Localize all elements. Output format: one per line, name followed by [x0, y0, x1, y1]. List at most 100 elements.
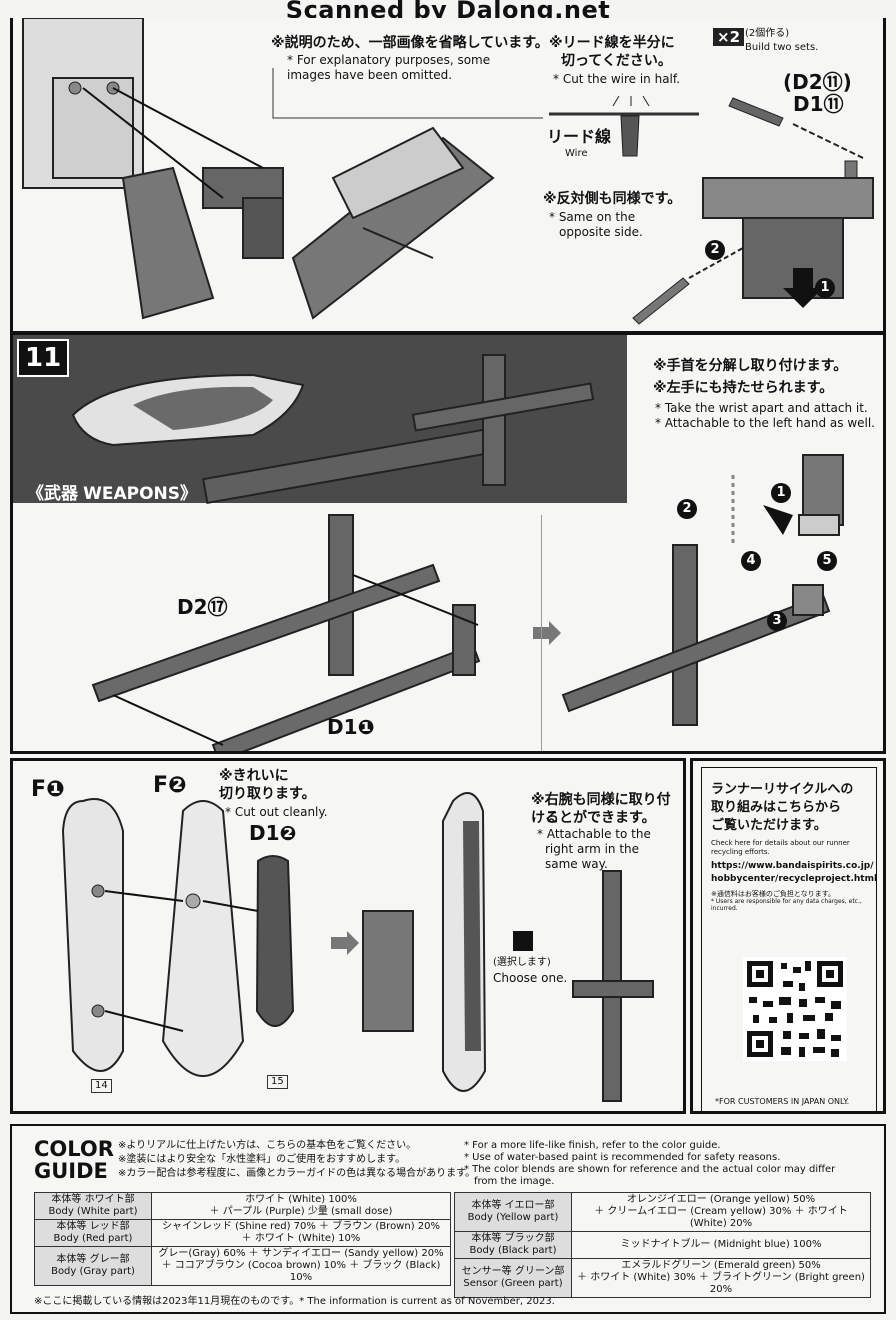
right-arm-note-en-2: right arm in the: [545, 842, 640, 856]
color-guide-jp-2: ※塗装にはより安全な「水性塗料」のご使用をおすすめします。: [118, 1154, 406, 1165]
wrist-step-4: 4: [741, 551, 761, 571]
choose-note-jp: (選択します): [493, 957, 551, 968]
mix-2: ＋ ホワイト (White) 30% ＋ ブライトグリーン (Bright gr…: [577, 1272, 865, 1295]
recycle-sub-2: recycling efforts.: [711, 848, 770, 856]
qr-code[interactable]: [743, 957, 847, 1061]
color-guide-en-3: * The color blends are shown for referen…: [464, 1164, 836, 1175]
right-arrow-2: [331, 931, 359, 955]
cut-note-en: * Cut out cleanly.: [225, 805, 328, 819]
wire-note-jp-2: 切ってください。: [561, 53, 672, 69]
part-jp: センサー等 グリーン部: [461, 1266, 565, 1277]
right-arm-note-en-1: * Attachable to the: [537, 827, 651, 841]
part-jp: 本体等 ホワイト部: [51, 1194, 135, 1205]
mix-2: ＋ クリームイエロー (Cream yellow) 30% ＋ ホワイト (Wh…: [594, 1206, 848, 1229]
top-step-panel: ※説明のため、一部画像を省略しています。 * For explanatory p…: [10, 18, 886, 334]
seal-15: 15: [267, 1075, 288, 1089]
part-en: Body (Yellow part): [467, 1212, 559, 1223]
color-guide-panel: COLOR GUIDE ※よりリアルに仕上げたい方は、こちらの基本色をご覧くださ…: [10, 1124, 886, 1314]
weapons-title-en: WEAPONS》: [83, 484, 197, 504]
right-arm-note-jp-1: ※右腕も同様に取り付ける: [531, 792, 671, 826]
callout-line: [272, 68, 543, 119]
wire-label-jp: リード線: [547, 127, 612, 146]
wire-note-en: * Cut the wire in half.: [553, 72, 681, 86]
recycle-title-2: 取り組みはこちらから: [711, 800, 842, 815]
shield-arm-illustration: [362, 792, 487, 1092]
part-d2-label: (D2⑪): [783, 70, 852, 94]
choose-note-en: Choose one.: [493, 971, 568, 985]
recycle-fee-jp: ※通信料はお客様のご負担となります。: [711, 890, 835, 898]
color-guide-en-2: * Use of water-based paint is recommende…: [464, 1152, 781, 1163]
recycle-inner-box: [701, 767, 877, 1111]
color-guide-title-2: GUIDE: [34, 1159, 108, 1183]
recycle-url-1[interactable]: https://www.bandaispirits.co.jp/: [711, 861, 874, 871]
part-jp: 本体等 イエロー部: [471, 1200, 555, 1211]
wrist-step-3: 3: [767, 611, 787, 631]
part-en: Sensor (Green part): [463, 1278, 563, 1289]
sword-right-arm-illustration: [572, 870, 654, 1102]
part-d1-label: D1⑪: [793, 92, 844, 116]
mix-2: ＋ ホワイト (White) 10%: [241, 1233, 361, 1244]
wrist-note-jp-2: ※左手にも持たせられます。: [653, 380, 834, 396]
divider: [541, 515, 542, 751]
shield-parts-illustration: [61, 798, 295, 1077]
japan-only-note: *FOR CUSTOMERS IN JAPAN ONLY.: [715, 1097, 850, 1106]
sets-note-jp: (2個作る): [745, 28, 790, 39]
color-guide-jp-3: ※カラー配合は参考程度に、画像とカラーガイドの色は異なる場合があります。: [118, 1168, 476, 1179]
wrist-step-2: 2: [677, 499, 697, 519]
seal-14: 14: [91, 1079, 112, 1093]
wrist-step-1: 1: [771, 483, 791, 503]
wrist-note-en-2: * Attachable to the left hand as well.: [655, 416, 875, 430]
mix-2: ＋ ココアブラウン (Cocoa brown) 10% ＋ ブラック (Blac…: [161, 1260, 441, 1283]
recycle-url-2[interactable]: hobbycenter/recycleproject.html: [711, 874, 878, 884]
weapons-title-jp: 《武器: [27, 484, 78, 504]
arm-illustration: [22, 18, 495, 320]
recycle-sub-1: Check here for details about our runner: [711, 839, 850, 847]
color-guide-title-1: COLOR: [34, 1137, 114, 1161]
wire-note-jp-1: ※リード線を半分に: [549, 35, 675, 51]
part-d1-1-label: D1❶: [327, 715, 375, 739]
wire-label-en: Wire: [565, 148, 588, 159]
opposite-note-en-1: * Same on the: [549, 210, 636, 224]
omitted-note-jp: ※説明のため、一部画像を省略しています。: [271, 35, 549, 51]
mix-1: オレンジイエロー (Orange yellow) 50%: [626, 1194, 816, 1205]
wire-attach-illustration: [632, 177, 874, 325]
part-f1-label: F❶: [31, 777, 65, 802]
wrist-note-en-1: * Take the wrist apart and attach it.: [655, 401, 868, 415]
color-guide-footer: ※ここに掲載している情報は2023年11月現在のものです。* The infor…: [34, 1296, 555, 1307]
shield-step-panel: F❶ F❷ D1❷ ※きれいに 切り取ります。 * Cut out cleanl…: [10, 758, 686, 1114]
mix-1: シャインレッド (Shine red) 70% ＋ ブラウン (Brown) 2…: [161, 1221, 441, 1232]
part-en: Body (Gray part): [51, 1266, 135, 1277]
color-guide-jp-1: ※よりリアルに仕上げたい方は、こちらの基本色をご覧ください。: [118, 1140, 417, 1151]
cut-note-jp-1: ※きれいに: [219, 768, 289, 784]
part-jp: 本体等 グレー部: [56, 1254, 130, 1265]
recycle-panel: ランナーリサイクルへの 取り組みはこちらから ご覧いただけます。 Check h…: [690, 758, 886, 1114]
part-f2-label: F❷: [153, 773, 187, 798]
mix-2: ＋ パープル (Purple) 少量 (small dose): [209, 1206, 393, 1217]
step-number-2: 2: [705, 240, 725, 260]
step-11-panel: 11 《武器 WEAPONS》 ※手首を分解し取り付けます。 ※左手にも持たせら…: [10, 332, 886, 754]
mix-1: エメラルドグリーン (Emerald green) 50%: [621, 1260, 821, 1271]
mix-1: グレー(Gray) 60% ＋ サンディイエロー (Sandy yellow) …: [158, 1248, 444, 1259]
weapons-title: 《武器 WEAPONS》: [27, 479, 197, 504]
opposite-note-jp: ※反対側も同様です。: [543, 191, 682, 207]
right-arm-note-en-3: same way.: [545, 857, 608, 871]
recycle-title-3: ご覧いただけます。: [711, 818, 827, 833]
wrist-step-5: 5: [817, 551, 837, 571]
recycle-title-1: ランナーリサイクルへの: [711, 782, 854, 797]
part-jp: 本体等 レッド部: [56, 1221, 130, 1232]
weapon-render: [71, 354, 595, 505]
mix-1: ミッドナイトブルー (Midnight blue) 100%: [620, 1239, 822, 1250]
cut-note-jp-2: 切り取ります。: [219, 786, 316, 802]
omitted-note-en: * For explanatory purposes, some images …: [287, 53, 491, 82]
part-en: Body (Black part): [469, 1245, 557, 1256]
step-number-1: 1: [815, 278, 835, 298]
part-en: Body (White part): [48, 1206, 138, 1217]
